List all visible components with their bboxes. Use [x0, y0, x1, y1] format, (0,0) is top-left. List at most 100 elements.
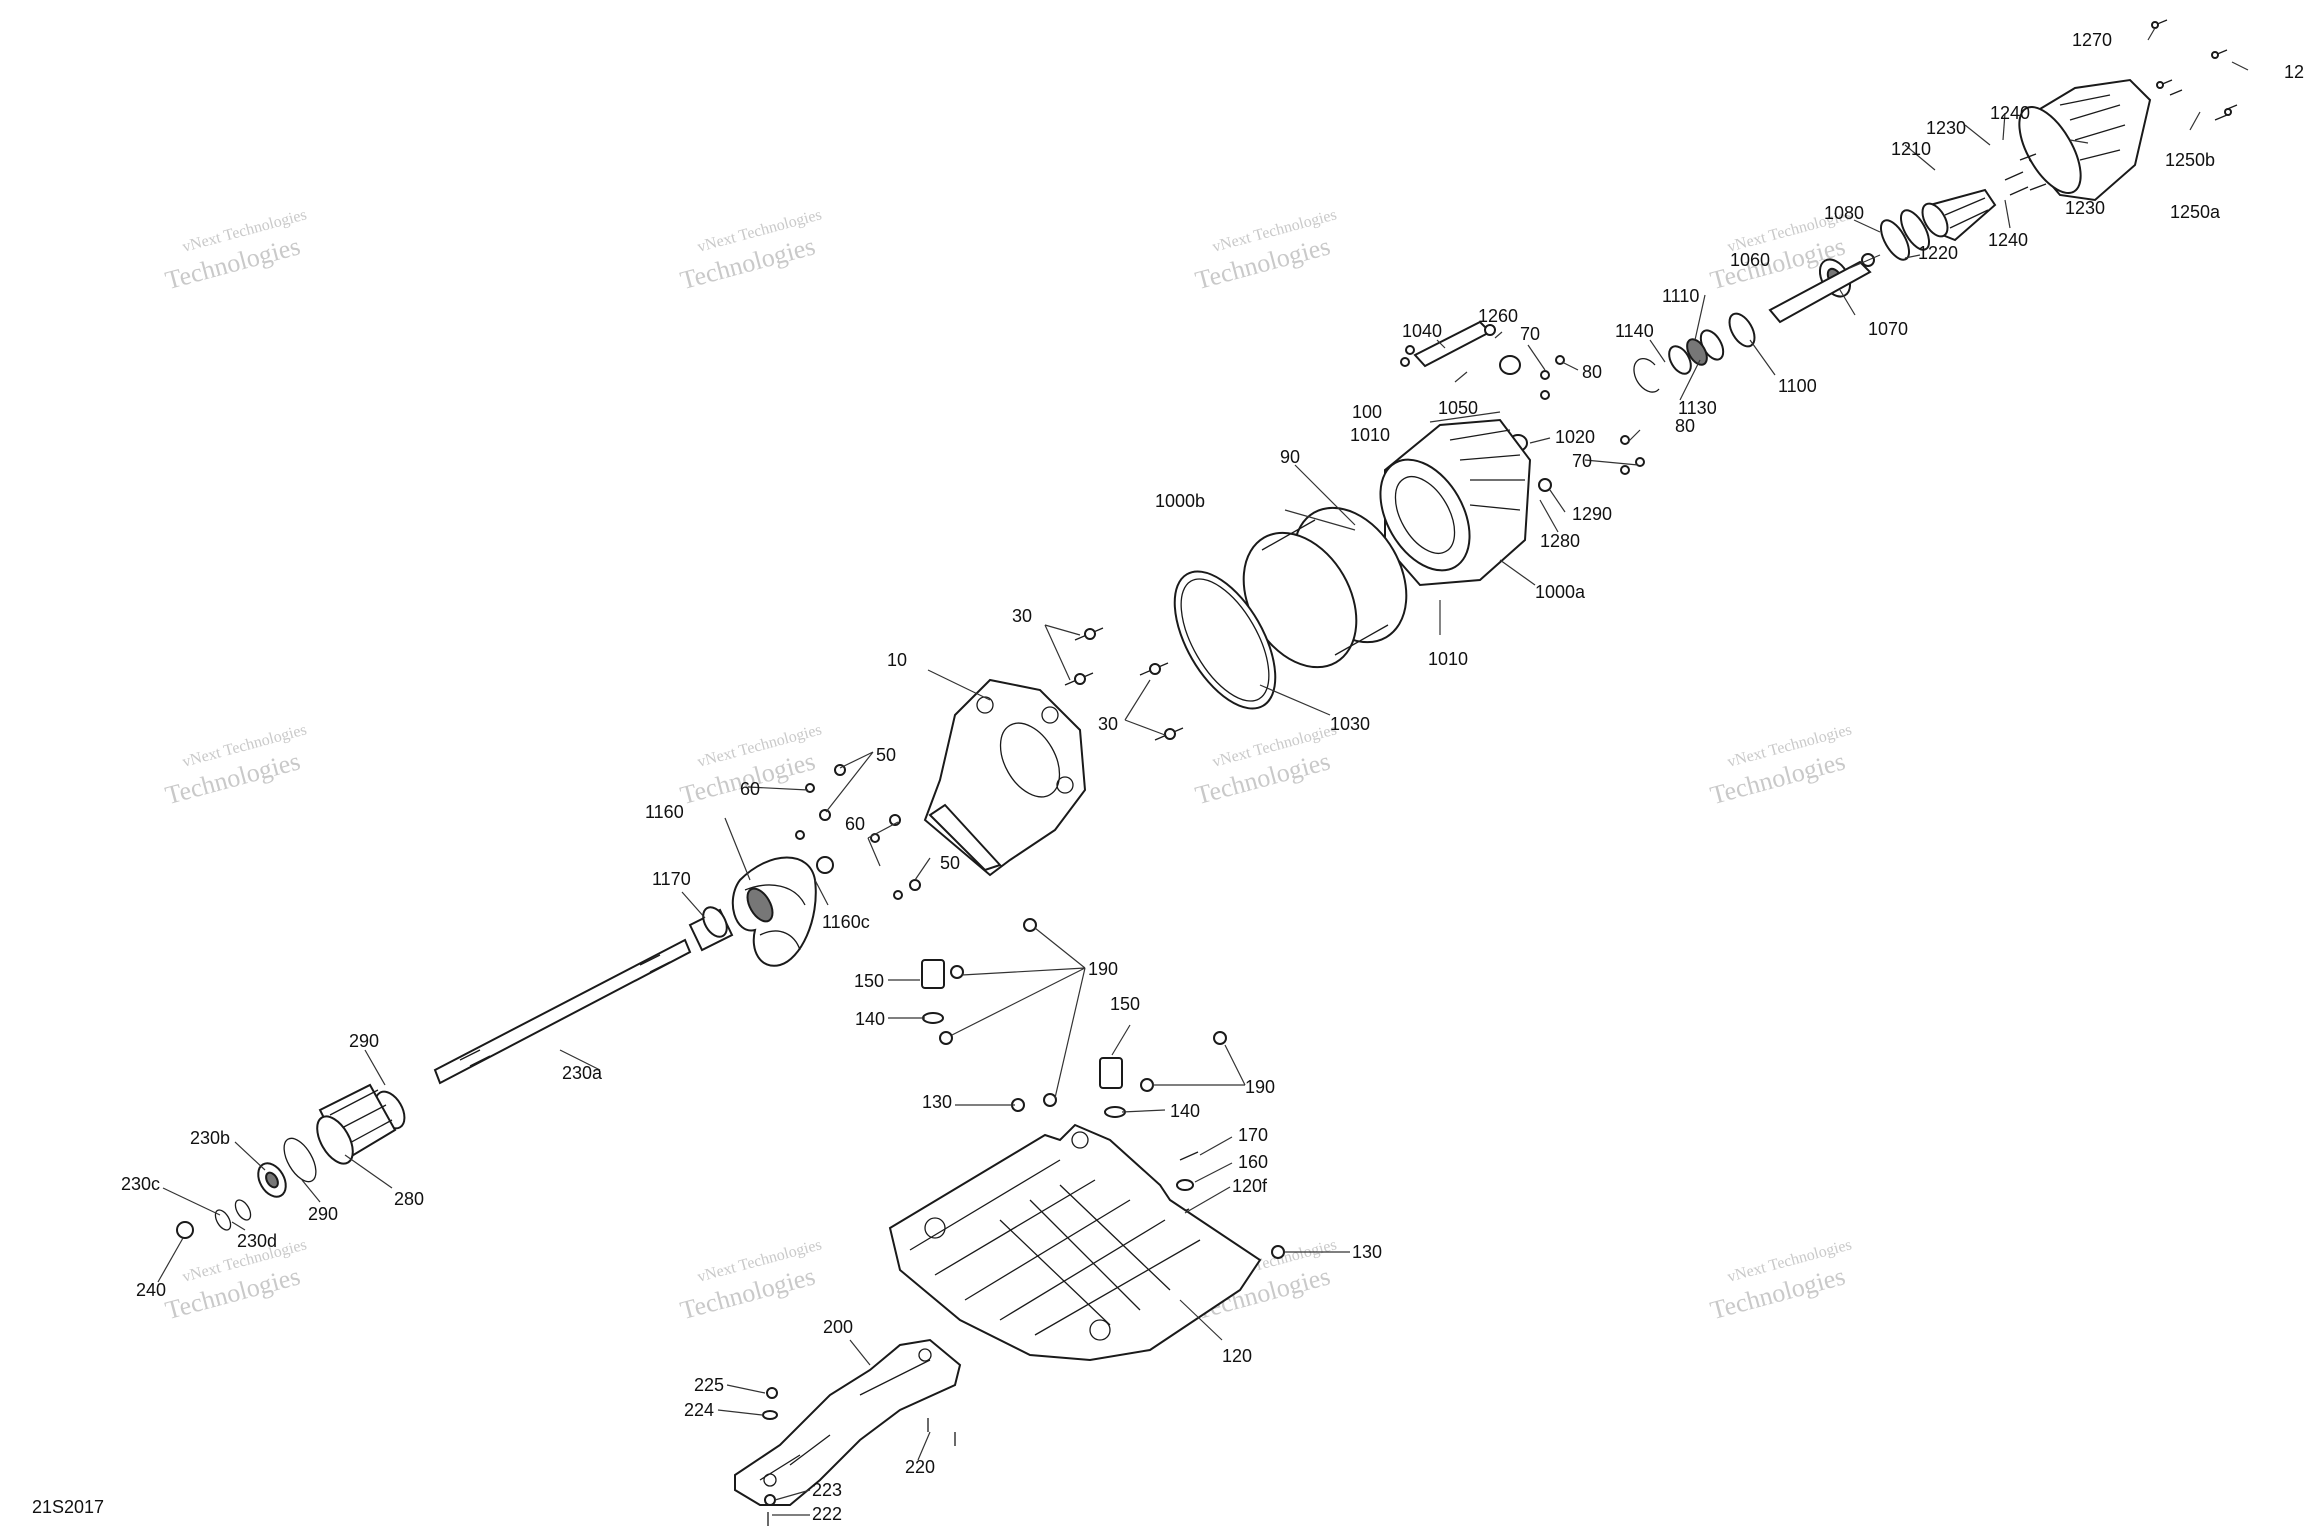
callout-223: 223 [812, 1480, 842, 1500]
callout-170: 170 [1238, 1125, 1268, 1145]
callout-1050: 1050 [1438, 398, 1478, 418]
callout-1230: 1230 [2065, 198, 2105, 218]
callout-224: 224 [684, 1400, 714, 1420]
callout-280: 280 [394, 1189, 424, 1209]
callout-100: 100 [1352, 402, 1382, 422]
callout-1110: 1110 [1662, 286, 1699, 306]
callout-130: 130 [922, 1092, 952, 1112]
callout-90: 90 [1280, 447, 1300, 467]
watermark: vNext Technologies Technologies [1192, 206, 1338, 295]
callout-130: 130 [1352, 1242, 1382, 1262]
hose-part [1413, 320, 1496, 368]
impeller-part [731, 856, 834, 967]
watermark: vNext Technologies Technologies [1707, 721, 1853, 810]
callout-70: 70 [1572, 451, 1592, 471]
callout-230a: 230a [562, 1063, 603, 1083]
callout-1250b: 1250b [2165, 150, 2215, 170]
watermark: vNext Technologies Technologies [677, 206, 823, 295]
large-o-ring-part [1173, 570, 1277, 710]
callout-1080: 1080 [1824, 203, 1864, 223]
intake-bracket-part [734, 1338, 962, 1506]
callout-1230: 1230 [1926, 118, 1966, 138]
callout-1220: 1220 [1918, 243, 1958, 263]
callout-1040: 1040 [1402, 321, 1442, 341]
callout-50: 50 [940, 853, 960, 873]
callout-1170: 1170 [652, 869, 691, 889]
watermark: vNext Technologies Technologies [677, 1236, 823, 1325]
callout-230d: 230d [237, 1231, 277, 1251]
callout-1020: 1020 [1555, 427, 1595, 447]
callout-60: 60 [740, 779, 760, 799]
diagram-id-label: 21S2017 [32, 1497, 104, 1517]
callout-1070: 1070 [1868, 319, 1908, 339]
callout-1240: 1240 [1990, 103, 2030, 123]
fastener-set-upper [921, 918, 1227, 1118]
callout-220: 220 [905, 1457, 935, 1477]
callout-150: 150 [854, 971, 884, 991]
callout-30: 30 [1012, 606, 1032, 626]
o-rings [1880, 209, 1930, 261]
callout-225: 225 [694, 1375, 724, 1395]
callout-60: 60 [845, 814, 865, 834]
callout-230b: 230b [190, 1128, 230, 1148]
callout-1160c: 1160c [822, 912, 870, 932]
callout-222: 222 [812, 1504, 842, 1524]
callout-120: 120 [1222, 1346, 1252, 1366]
drive-shaft-part [433, 938, 692, 1085]
callout-1030: 1030 [1330, 714, 1370, 734]
fastener-set-right [1174, 1151, 1285, 1259]
callout-290: 290 [349, 1031, 379, 1051]
callout-160: 160 [1238, 1152, 1268, 1172]
callout-1260: 1260 [1478, 306, 1518, 326]
sleeve-part [688, 906, 734, 952]
pump-housing-part [1379, 418, 1532, 587]
callout-150: 150 [1110, 994, 1140, 1014]
callout-70: 70 [1520, 324, 1540, 344]
callout-50: 50 [876, 745, 896, 765]
callout-1100: 1100 [1778, 376, 1817, 396]
wear-ring-part [1242, 506, 1408, 669]
callout-1060: 1060 [1730, 250, 1770, 270]
callout-140: 140 [1170, 1101, 1200, 1121]
mounting-bracket-part [923, 678, 1087, 877]
callout-1140: 1140 [1615, 321, 1654, 341]
watermark: vNext Technologies Technologies [1192, 721, 1338, 810]
callout-230c: 230c [121, 1174, 160, 1194]
watermark: vNext Technologies Technologies [1707, 1236, 1853, 1325]
hardware-lower [762, 1387, 956, 1526]
callout-1240: 1240 [1988, 230, 2028, 250]
callout-290: 290 [308, 1204, 338, 1224]
callout-1010: 1010 [1428, 649, 1468, 669]
cone-bolts [2004, 153, 2047, 196]
leader-lines [157, 27, 2249, 1516]
shaft-end-parts [176, 1162, 287, 1239]
callout-80: 80 [1582, 362, 1602, 382]
bolt-set-top [2151, 19, 2238, 121]
callout-12: 12 [2284, 62, 2304, 82]
callout-1000a: 1000a [1535, 582, 1586, 602]
callout-190: 190 [1088, 959, 1118, 979]
callout-labels: 1270 12 1240 1230 1210 1250b 1230 1250a … [121, 30, 2304, 1524]
callout-80: 80 [1675, 416, 1695, 436]
callout-30: 30 [1098, 714, 1118, 734]
callout-1250a: 1250a [2170, 202, 2221, 222]
callout-1130: 1130 [1678, 398, 1717, 418]
ride-plate-part [888, 1123, 1262, 1362]
seal-stack [1633, 312, 1756, 393]
cone-part [1921, 188, 1997, 242]
callout-200: 200 [823, 1317, 853, 1337]
watermark: vNext Technologies Technologies [162, 721, 308, 810]
callout-190: 190 [1245, 1077, 1275, 1097]
callout-1010: 1010 [1350, 425, 1390, 445]
callout-120f: 120f [1232, 1176, 1268, 1196]
callout-140: 140 [855, 1009, 885, 1029]
boot-part [283, 1083, 406, 1183]
callout-240: 240 [136, 1280, 166, 1300]
stud-set [1064, 627, 1184, 741]
callout-1210: 1210 [1891, 139, 1931, 159]
callout-1270: 1270 [2072, 30, 2112, 50]
callout-1280: 1280 [1540, 531, 1580, 551]
venturi-nozzle-part [2018, 78, 2152, 202]
callout-1290: 1290 [1572, 504, 1612, 524]
